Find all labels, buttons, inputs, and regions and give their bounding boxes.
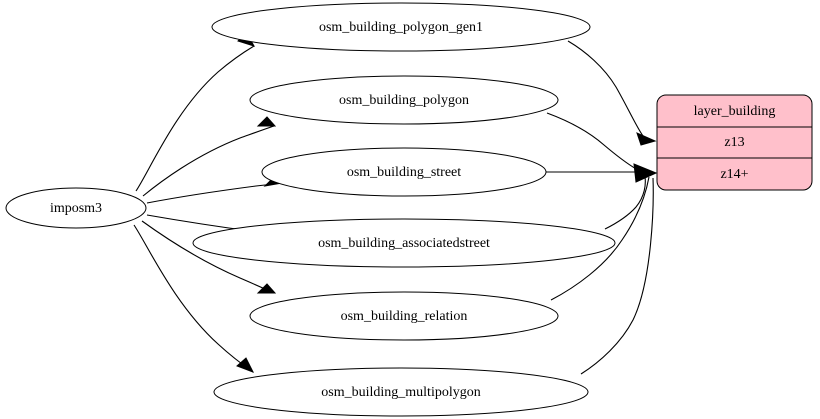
node-osm_building_multipolygon-label: osm_building_multipolygon xyxy=(321,385,480,400)
node-osm_building_polygon-label: osm_building_polygon xyxy=(339,93,469,108)
edge-osm_building_relation-to-layer_building_z14plus xyxy=(550,176,650,301)
node-osm_building_relation-label: osm_building_relation xyxy=(341,309,468,324)
node-osm_building_associatedstreet-shape[interactable] xyxy=(192,218,616,268)
arrow-to-relation xyxy=(256,283,277,294)
node-osm_building_multipolygon-shape[interactable] xyxy=(213,367,589,417)
layer-building-row-zoom-z13[interactable]: z13 xyxy=(724,135,744,150)
node-imposm3[interactable]: imposm3 xyxy=(5,187,147,229)
node-osm_building_relation-shape[interactable] xyxy=(249,291,559,341)
edges-layer xyxy=(133,40,654,375)
edge-osm_building_multipolygon-to-layer_building_z14plus xyxy=(580,177,654,375)
node-osm_building_polygon-shape[interactable] xyxy=(249,75,559,125)
layer-building-node[interactable]: layer_building z13 z14+ xyxy=(656,94,813,191)
edge-osm_building_polygon_gen1-to-layer_building_z13 xyxy=(567,40,644,137)
node-osm_building_street-label: osm_building_street xyxy=(347,165,461,180)
edge-imposm3-to-osm_building_polygon_gen1 xyxy=(135,45,255,192)
node-osm_building_polygon_gen1-shape[interactable] xyxy=(211,2,591,52)
node-osm_building_relation[interactable]: osm_building_relation xyxy=(249,291,559,341)
nodes-layer: imposm3 osm_building_polygon_gen1 osm_buil… xyxy=(5,2,616,417)
node-osm_building_polygon_gen1[interactable]: osm_building_polygon_gen1 xyxy=(211,2,591,52)
layer-building-row-zoom-z14plus[interactable]: z14+ xyxy=(720,167,748,182)
node-imposm3-label: imposm3 xyxy=(50,201,102,216)
arrow-gen1-to-z13 xyxy=(636,132,657,146)
arrow-bundle-to-z14plus xyxy=(633,163,658,183)
edge-imposm3-to-osm_building_street xyxy=(146,182,282,204)
edge-osm_building_associatedstreet-to-layer_building_z14plus xyxy=(604,176,646,230)
edge-osm_building_polygon-to-layer_building_z14plus xyxy=(546,112,639,171)
arrow-to-polygon xyxy=(256,116,277,127)
layer-building-box[interactable] xyxy=(656,94,813,191)
node-osm_building_street-shape[interactable] xyxy=(261,147,547,197)
node-osm_building_street[interactable]: osm_building_street xyxy=(261,147,547,197)
arrow-to-multipolygon xyxy=(236,357,255,373)
node-osm_building_multipolygon[interactable]: osm_building_multipolygon xyxy=(213,367,589,417)
node-imposm3-shape[interactable] xyxy=(5,187,147,229)
node-osm_building_associatedstreet[interactable]: osm_building_associatedstreet xyxy=(192,218,616,268)
layer-building-row-layer-title[interactable]: layer_building xyxy=(694,104,776,119)
node-osm_building_polygon_gen1-label: osm_building_polygon_gen1 xyxy=(319,20,483,35)
edge-imposm3-to-osm_building_polygon xyxy=(142,125,275,197)
node-osm_building_polygon[interactable]: osm_building_polygon xyxy=(249,75,559,125)
node-osm_building_associatedstreet-label: osm_building_associatedstreet xyxy=(318,236,490,251)
